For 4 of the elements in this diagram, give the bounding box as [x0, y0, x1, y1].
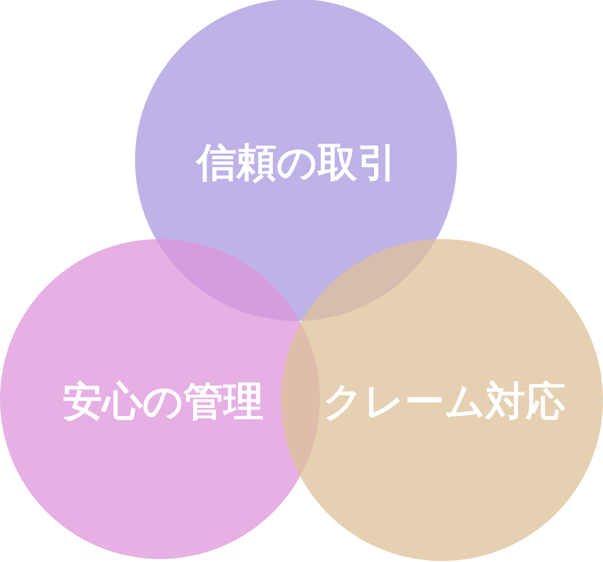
circle-label: クレーム対応 — [322, 380, 566, 424]
circle-label: 信頼の取引 — [196, 141, 398, 185]
venn-circle — [281, 239, 603, 561]
circle-label: 安心の管理 — [62, 380, 264, 424]
